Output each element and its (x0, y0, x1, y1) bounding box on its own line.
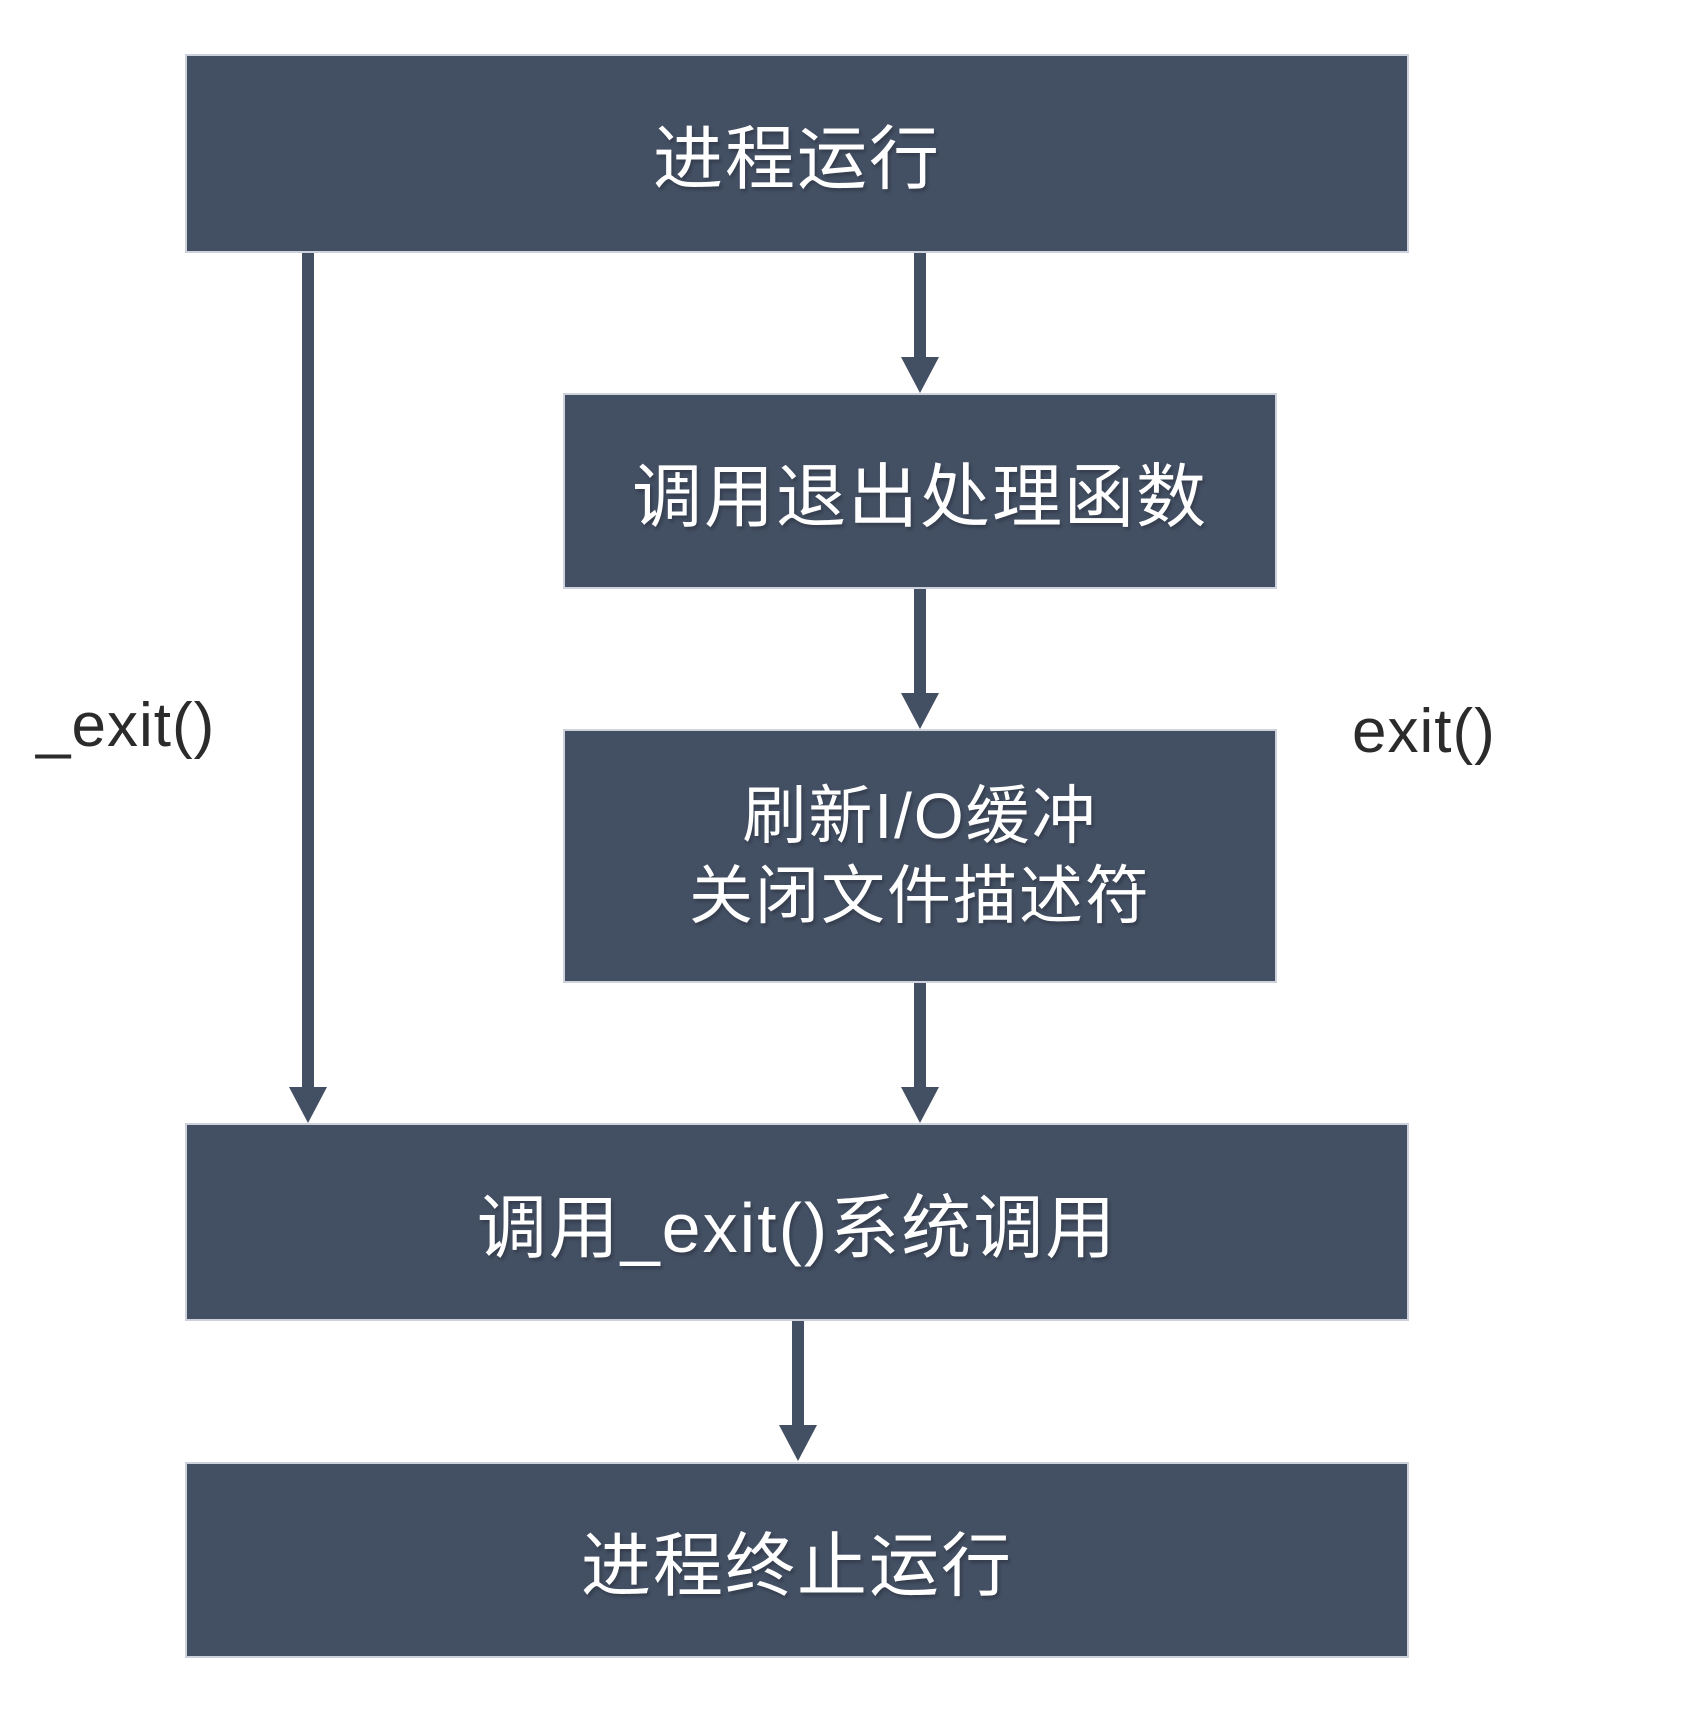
arrowhead-down-icon (901, 693, 939, 729)
node-flush-io-line2: 关闭文件描述符 (689, 860, 1151, 932)
arrow-line-syscall-to-terminated (792, 1321, 804, 1425)
node-flush-io-close-fd: 刷新I/O缓冲 关闭文件描述符 (563, 729, 1277, 983)
node-call-exit-syscall: 调用_exit()系统调用 (185, 1123, 1409, 1321)
node-process-running: 进程运行 (185, 54, 1409, 253)
arrowhead-down-icon (779, 1425, 817, 1461)
node-call-exit-handlers: 调用退出处理函数 (563, 393, 1277, 589)
arrowhead-down-icon (901, 1087, 939, 1123)
arrowhead-down-icon (289, 1087, 327, 1123)
arrow-line-running-to-syscall-direct (302, 253, 314, 1087)
node-process-terminated: 进程终止运行 (185, 1462, 1409, 1658)
node-flush-io-line1: 刷新I/O缓冲 (742, 780, 1098, 852)
arrow-line-flush-to-syscall (914, 983, 926, 1087)
arrow-line-running-to-handlers (914, 253, 926, 357)
edge-label-exit: exit() (1352, 697, 1496, 766)
node-call-exit-syscall-label: 调用_exit()系统调用 (476, 1188, 1118, 1267)
node-process-terminated-label: 进程终止运行 (581, 1526, 1013, 1605)
edge-label-underscore-exit: _exit() (36, 691, 216, 760)
node-call-exit-handlers-label: 调用退出处理函数 (632, 457, 1208, 536)
arrow-line-handlers-to-flush (914, 589, 926, 693)
node-process-running-label: 进程运行 (653, 120, 941, 198)
arrowhead-down-icon (901, 357, 939, 393)
